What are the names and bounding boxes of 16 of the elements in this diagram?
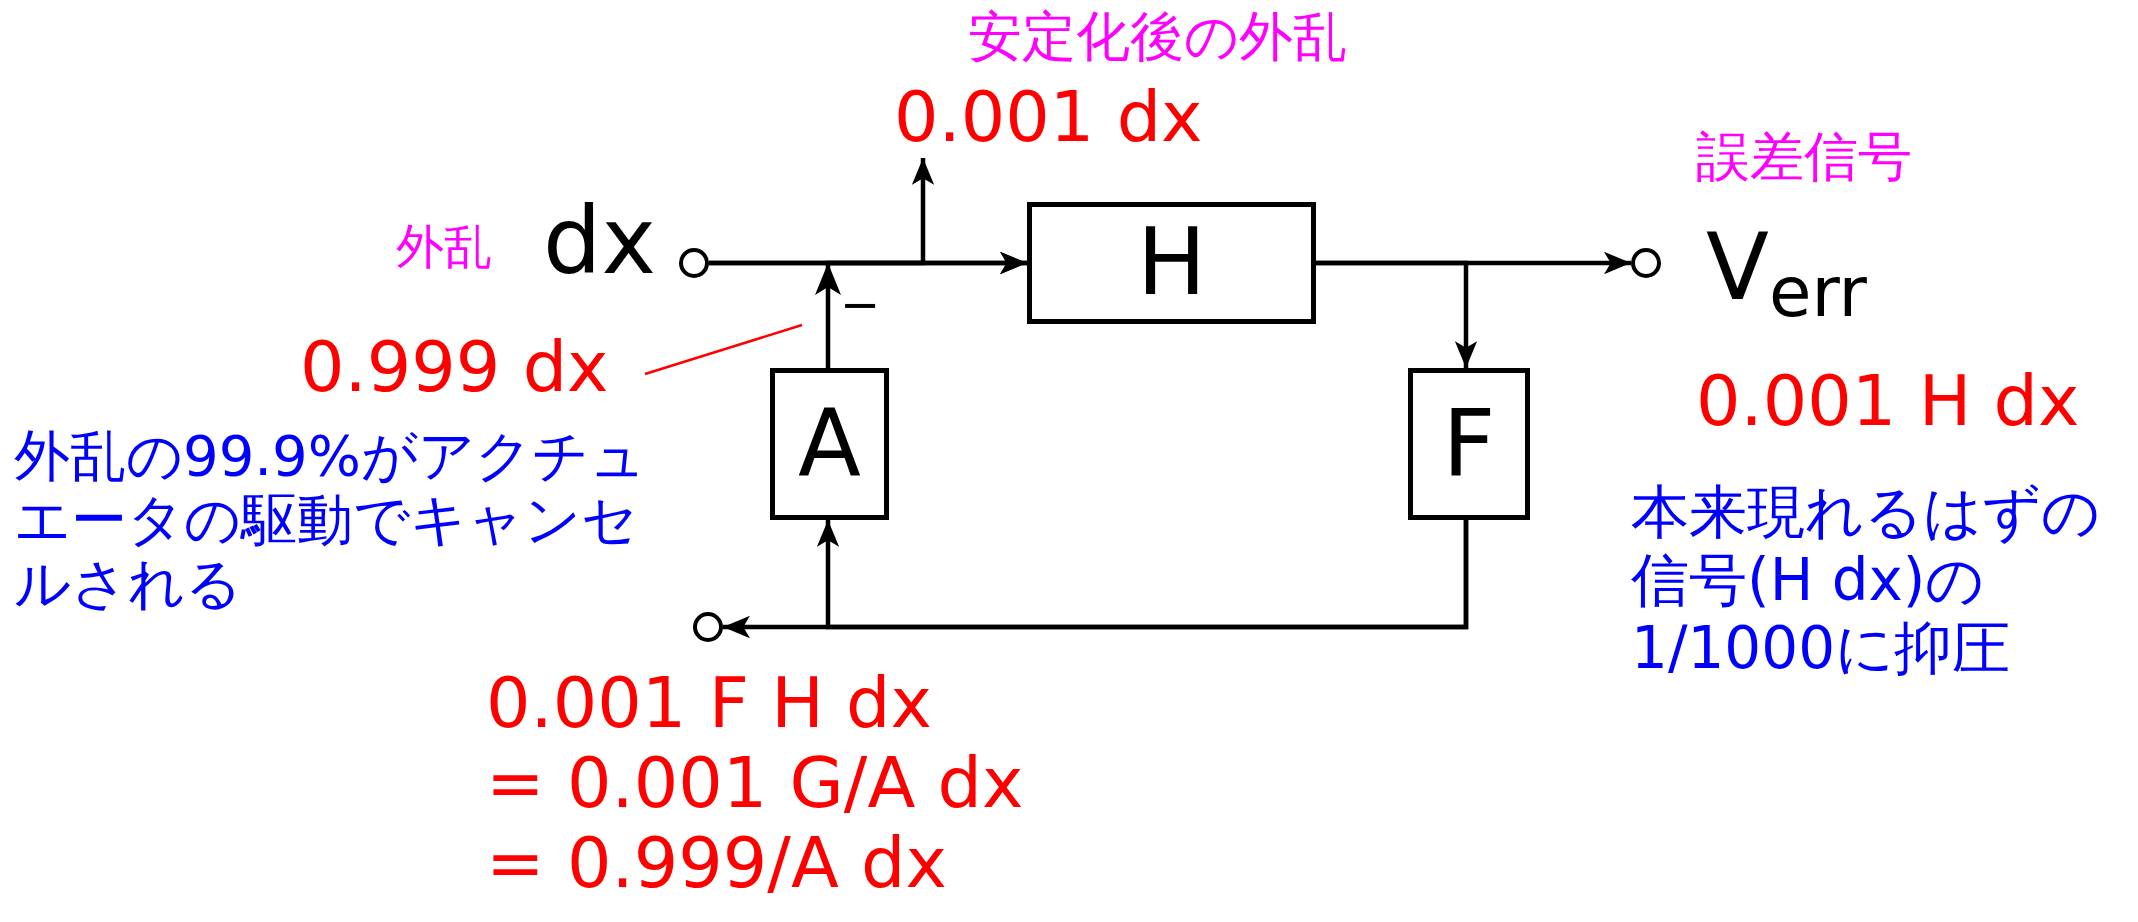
note-text: 外乱の99.9%がアクチュエータの駆動でキャンセルされる: [14, 424, 647, 616]
node-caption: 外乱: [396, 222, 492, 270]
transfer-block: A: [770, 368, 889, 520]
note-text: 本来現れるはずの信号(H dx)の1/1000に抑圧: [1631, 478, 2101, 682]
signal-text: 0.999 dx: [300, 332, 609, 402]
signal-text: = 0.001 G/A dx: [486, 748, 1024, 818]
signal-text: 誤差信号: [1696, 130, 1912, 184]
signal-text: 0.001 F H dx: [486, 668, 932, 738]
signal-text: 安定化後の外乱: [968, 10, 1347, 64]
transfer-block: H: [1027, 202, 1316, 324]
signal-text: −: [840, 280, 881, 328]
signal-text: 0.001 H dx: [1696, 366, 2080, 436]
signal-text: = 0.999/A dx: [486, 828, 947, 898]
node-caption: dx: [543, 196, 656, 288]
signal-text: 0.001 dx: [894, 82, 1203, 152]
transfer-block: F: [1408, 368, 1530, 520]
